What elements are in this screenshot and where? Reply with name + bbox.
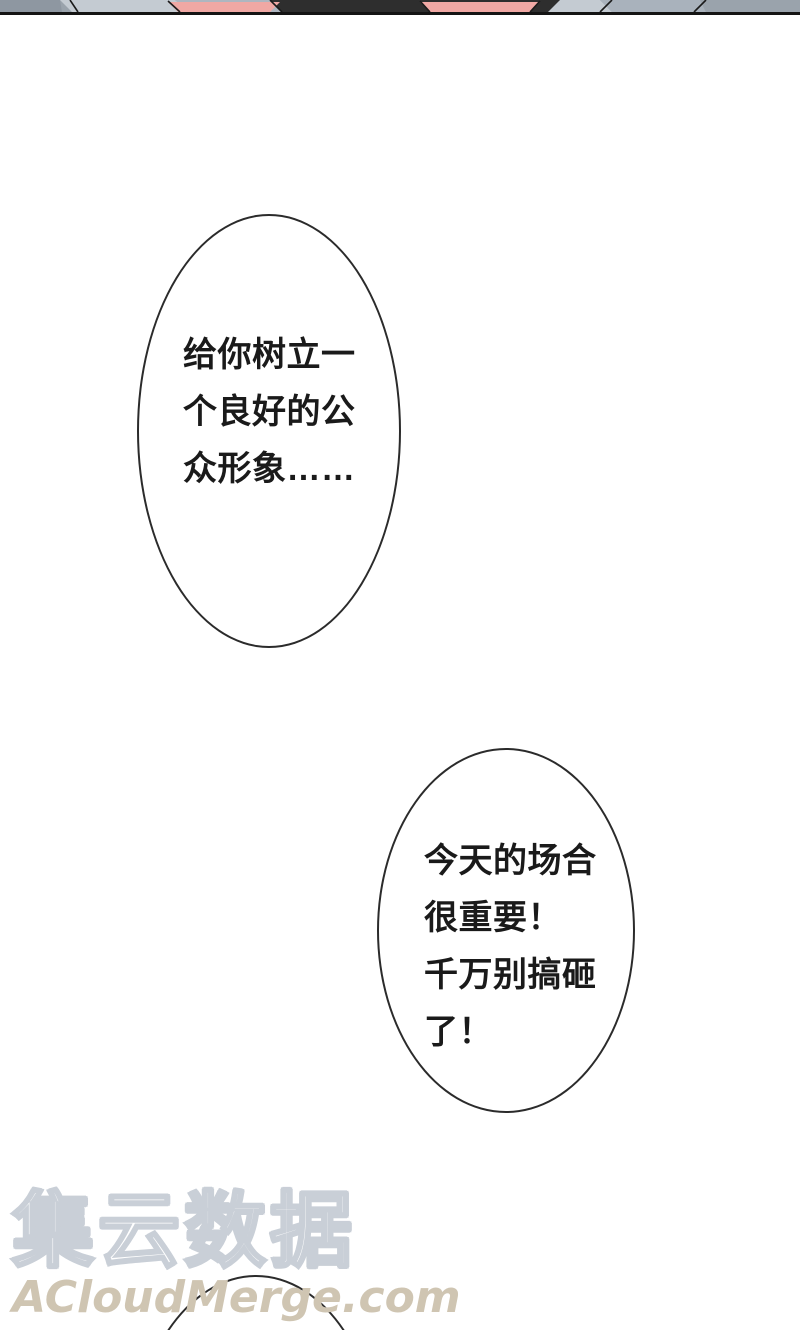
previous-panel-artwork [0,0,800,18]
speech-balloon-2 [377,748,635,1113]
speech-balloon-1-text: 给你树立一 个良好的公 众形象…… [183,336,356,488]
speech-balloon-3-partial [130,1275,382,1330]
previous-panel-sliver [0,0,800,18]
speech-balloon-1 [137,214,401,648]
watermark-cn-text: 集云数据 [11,1184,357,1279]
speech-balloon-2-text: 今天的场合 很重要！ 千万别搞砸 了！ [424,842,597,1051]
